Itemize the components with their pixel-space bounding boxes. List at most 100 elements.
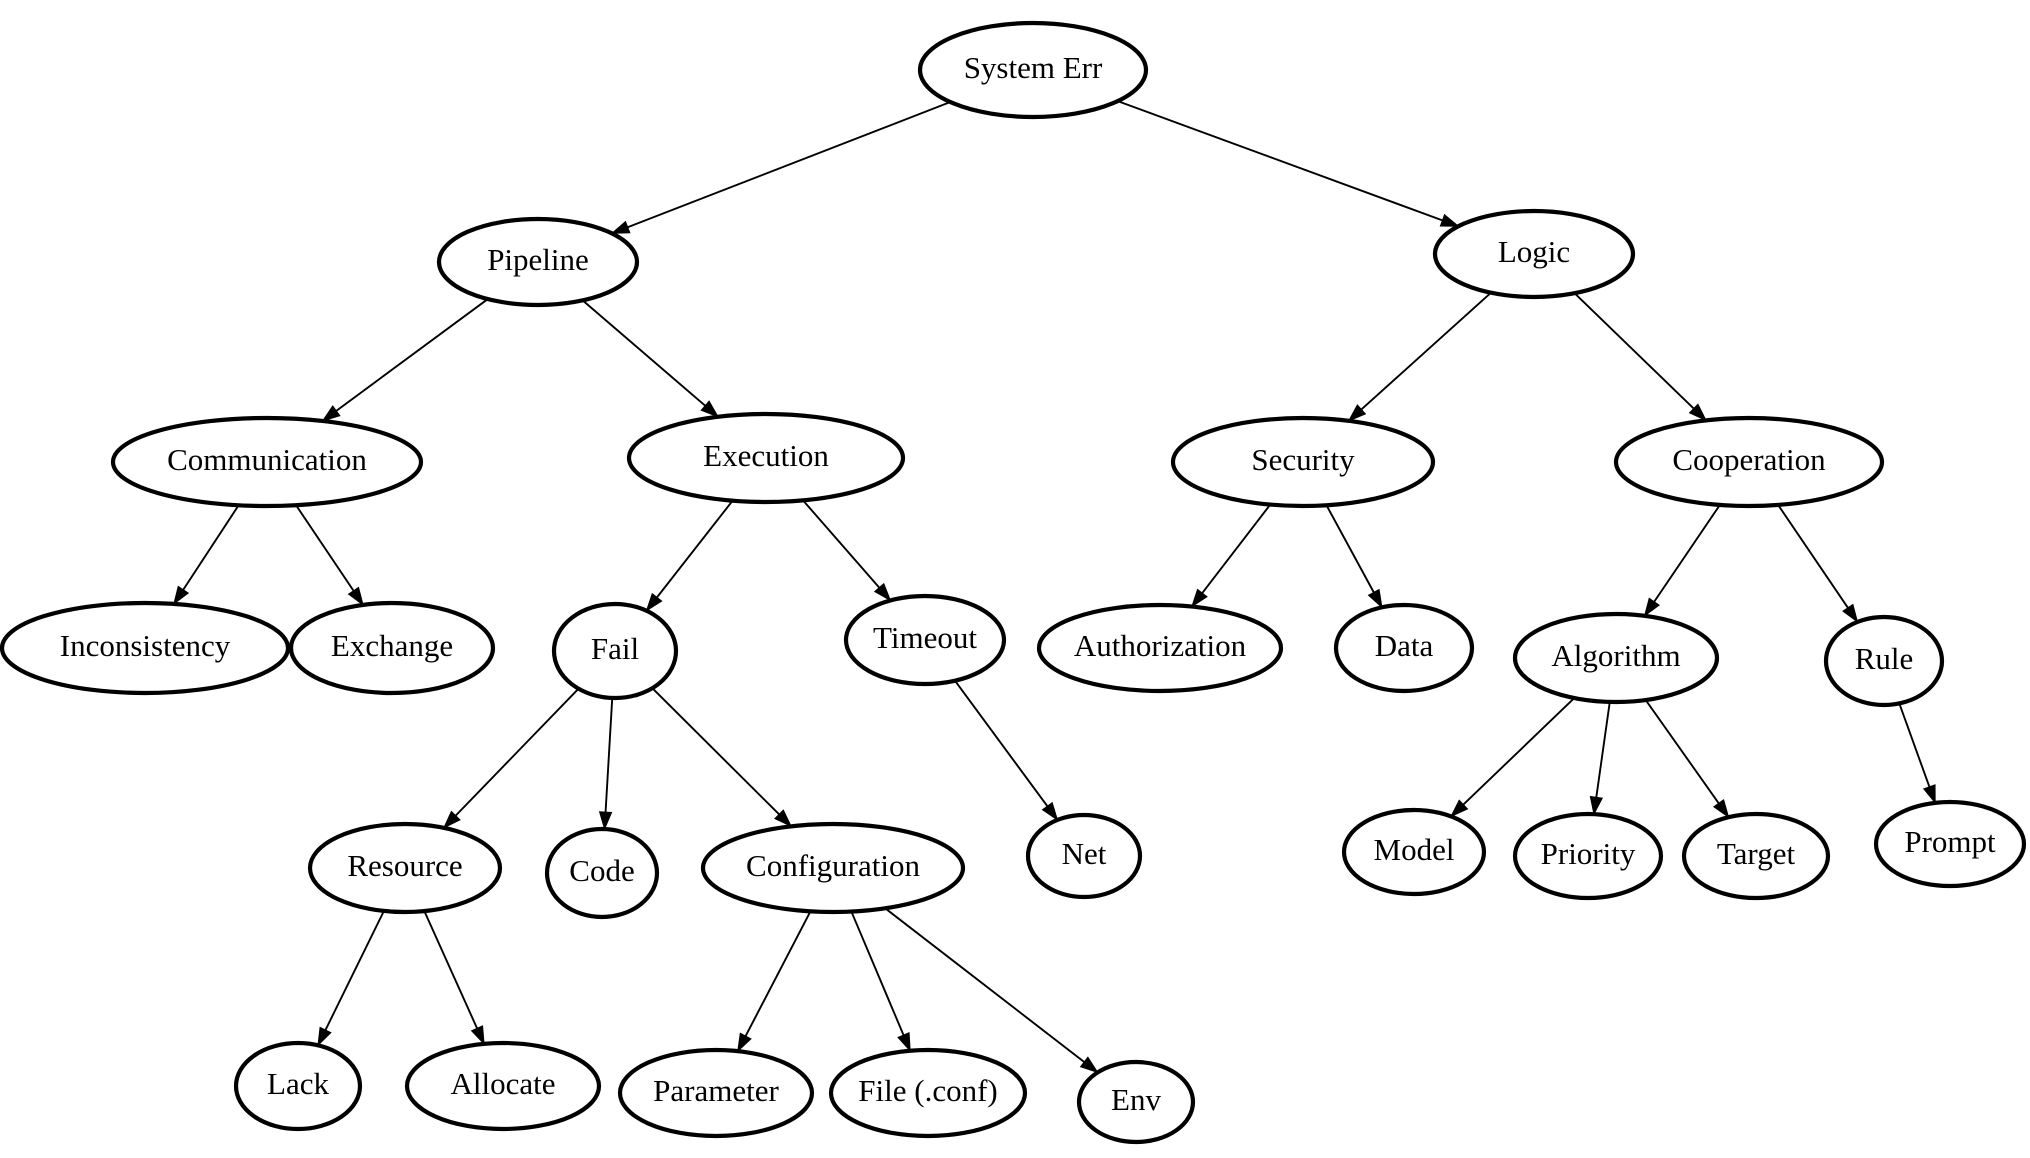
node-timeout[interactable]: Timeout	[843, 593, 1007, 687]
edge-timeout-to-net	[954, 680, 1049, 807]
edge-fail-to-configuration	[651, 687, 780, 816]
node-shape-cooperation	[1613, 415, 1885, 509]
node-fail[interactable]: Fail	[551, 601, 679, 701]
edge-system_err-to-pipeline	[627, 101, 951, 229]
edge-security-to-data	[1325, 504, 1375, 593]
node-target[interactable]: Target	[1681, 811, 1831, 901]
edge-security-to-authorization	[1201, 504, 1272, 594]
arrowhead-fail-to-code	[598, 811, 613, 831]
node-shape-pipeline	[436, 216, 640, 308]
arrowhead-communication-to-exchange	[347, 586, 364, 607]
node-configuration[interactable]: Configuration	[700, 821, 966, 915]
node-label-resource: Resource	[347, 848, 462, 883]
node-lack[interactable]: Lack	[233, 1040, 363, 1132]
node-shape-model	[1341, 807, 1487, 897]
arrowhead-system_err-to-pipeline	[610, 220, 631, 234]
node-authorization[interactable]: Authorization	[1036, 602, 1284, 694]
arrowhead-resource-to-lack	[317, 1026, 332, 1047]
node-shape-net	[1025, 812, 1143, 900]
node-shape-rule	[1823, 614, 1945, 708]
node-algorithm[interactable]: Algorithm	[1512, 611, 1720, 705]
node-label-exchange: Exchange	[331, 628, 453, 663]
arrowhead-pipeline-to-communication	[321, 405, 341, 422]
edge-logic-to-security	[1360, 292, 1492, 411]
node-shape-file_conf	[828, 1047, 1028, 1139]
arrowhead-configuration-to-file_conf	[897, 1032, 911, 1053]
node-shape-authorization	[1036, 602, 1284, 694]
node-security[interactable]: Security	[1170, 415, 1436, 509]
node-logic[interactable]: Logic	[1432, 208, 1636, 300]
node-shape-timeout	[843, 593, 1007, 687]
edge-cooperation-to-algorithm	[1653, 504, 1721, 603]
node-file_conf[interactable]: File (.conf)	[828, 1047, 1028, 1139]
edge-algorithm-to-model	[1462, 697, 1575, 806]
node-label-execution: Execution	[703, 438, 829, 473]
node-inconsistency[interactable]: Inconsistency	[0, 600, 291, 696]
arrowhead-communication-to-inconsistency	[173, 585, 190, 606]
edge-communication-to-inconsistency	[182, 504, 240, 591]
node-shape-parameter	[617, 1047, 815, 1139]
node-prompt[interactable]: Prompt	[1873, 799, 2027, 889]
node-label-allocate: Allocate	[450, 1066, 555, 1101]
node-label-file_conf: File (.conf)	[858, 1073, 997, 1108]
node-shape-env	[1076, 1059, 1196, 1145]
node-allocate[interactable]: Allocate	[404, 1040, 602, 1132]
node-shape-logic	[1432, 208, 1636, 300]
arrowhead-fail-to-configuration	[774, 809, 793, 828]
node-env[interactable]: Env	[1076, 1059, 1196, 1145]
node-shape-target	[1681, 811, 1831, 901]
node-system_err[interactable]: System Err	[917, 20, 1149, 120]
arrowhead-configuration-to-env	[1079, 1056, 1099, 1074]
node-shape-data	[1333, 602, 1475, 694]
node-net[interactable]: Net	[1025, 812, 1143, 900]
node-shape-algorithm	[1512, 611, 1720, 705]
node-label-communication: Communication	[167, 442, 367, 477]
node-label-system_err: System Err	[964, 50, 1103, 85]
arrowhead-logic-to-security	[1347, 404, 1367, 422]
node-priority[interactable]: Priority	[1512, 811, 1664, 901]
node-shape-fail	[551, 601, 679, 701]
node-data[interactable]: Data	[1333, 602, 1475, 694]
edge-execution-to-timeout	[802, 499, 880, 589]
node-shape-priority	[1512, 811, 1664, 901]
node-communication[interactable]: Communication	[110, 415, 424, 509]
node-shape-resource	[307, 821, 503, 915]
node-pipeline[interactable]: Pipeline	[436, 216, 640, 308]
node-code[interactable]: Code	[544, 826, 660, 920]
edge-algorithm-to-priority	[1595, 701, 1611, 798]
node-shape-security	[1170, 415, 1436, 509]
node-shape-code	[544, 826, 660, 920]
node-parameter[interactable]: Parameter	[617, 1047, 815, 1139]
node-label-logic: Logic	[1498, 234, 1570, 269]
edge-system_err-to-logic	[1117, 100, 1443, 222]
node-shape-prompt	[1873, 799, 2027, 889]
edge-cooperation-to-rule	[1777, 504, 1849, 609]
edge-rule-to-prompt	[1898, 703, 1931, 788]
arrowhead-security-to-data	[1367, 588, 1383, 609]
node-label-cooperation: Cooperation	[1672, 442, 1826, 477]
edges-layer	[173, 100, 1936, 1074]
arrowhead-resource-to-allocate	[470, 1025, 485, 1046]
edge-fail-to-code	[604, 697, 614, 813]
node-label-prompt: Prompt	[1904, 824, 1996, 859]
node-rule[interactable]: Rule	[1823, 614, 1945, 708]
node-label-algorithm: Algorithm	[1551, 638, 1680, 673]
arrowhead-algorithm-to-target	[1712, 799, 1730, 819]
edge-pipeline-to-communication	[335, 298, 489, 412]
node-label-security: Security	[1251, 442, 1355, 477]
edge-configuration-to-file_conf	[850, 911, 905, 1036]
node-model[interactable]: Model	[1341, 807, 1487, 897]
edge-resource-to-lack	[324, 910, 385, 1031]
arrowhead-execution-to-timeout	[873, 582, 892, 602]
node-exchange[interactable]: Exchange	[288, 600, 496, 696]
node-resource[interactable]: Resource	[307, 821, 503, 915]
node-shape-lack	[233, 1040, 363, 1132]
node-cooperation[interactable]: Cooperation	[1613, 415, 1885, 509]
node-label-net: Net	[1062, 836, 1107, 871]
node-execution[interactable]: Execution	[626, 411, 906, 505]
arrowhead-security-to-authorization	[1190, 588, 1208, 608]
node-shape-inconsistency	[0, 600, 291, 696]
arrowhead-cooperation-to-rule	[1842, 603, 1859, 624]
edge-configuration-to-env	[884, 907, 1085, 1063]
